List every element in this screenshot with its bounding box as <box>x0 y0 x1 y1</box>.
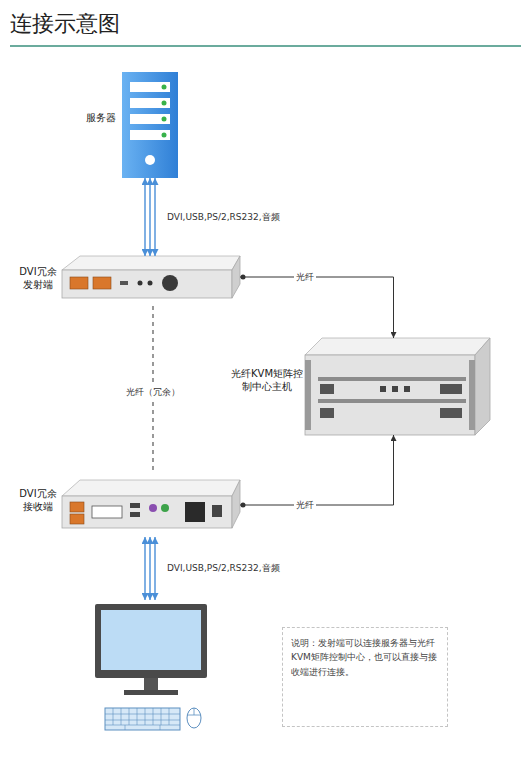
led <box>162 117 167 122</box>
matrix-chassis <box>305 338 490 435</box>
mouse <box>187 708 201 728</box>
rack-ear <box>305 360 311 430</box>
edge-label: DVI,USB,PS/2,RS232,音频 <box>165 211 282 224</box>
keyboard-keys <box>105 708 180 730</box>
device-front <box>62 270 232 298</box>
chassis-front <box>305 355 475 435</box>
power-socket <box>185 502 205 522</box>
module <box>440 408 462 418</box>
line-dot <box>241 503 246 508</box>
dvi-port <box>92 506 122 518</box>
slot <box>318 377 466 381</box>
din-port <box>162 275 178 291</box>
rj45-port <box>70 514 84 524</box>
usb-port <box>120 281 128 285</box>
fiber-link <box>240 275 394 339</box>
server-icon <box>122 72 178 178</box>
transmitter-device <box>62 256 240 298</box>
mouse-button <box>187 715 201 716</box>
usb-port <box>130 512 140 517</box>
signal-label: DVI,USB,PS/2,RS232,音频 <box>165 562 282 575</box>
signal-bundle <box>145 178 155 256</box>
monitor-frame <box>95 604 207 678</box>
rj45-port <box>93 277 111 289</box>
edge-label: 光纤 <box>294 271 316 284</box>
server-node: 服务器 <box>122 72 178 178</box>
led <box>162 85 167 90</box>
mouse-button <box>194 708 195 715</box>
fiber-line <box>240 435 394 505</box>
receiver-device <box>62 480 240 528</box>
signal-line <box>144 178 145 256</box>
rj45-port <box>70 502 84 512</box>
audio-jack <box>138 281 143 286</box>
slot <box>318 399 466 403</box>
signal-line <box>144 537 145 600</box>
module <box>440 384 462 394</box>
drive-bay <box>130 98 170 108</box>
signal-line <box>154 178 155 256</box>
rj45-port <box>70 277 88 289</box>
monitor-stand <box>144 678 158 690</box>
device-front <box>62 496 232 528</box>
chassis-side <box>475 338 490 435</box>
audio-jack <box>148 281 153 286</box>
drive-bay <box>130 130 170 140</box>
led <box>162 101 167 106</box>
title-rule <box>10 45 521 47</box>
drive-bay <box>130 114 170 124</box>
power-button <box>145 155 155 165</box>
line-dot <box>241 275 246 280</box>
monitor-screen <box>101 610 201 670</box>
signal-line <box>154 537 155 600</box>
fiber-link <box>240 435 394 508</box>
device-label: 服务器 <box>76 112 116 125</box>
chassis-top <box>305 338 490 355</box>
matrix-node: 光纤KVM矩阵控制中心主机 <box>305 338 490 435</box>
edge-label: 光纤（冗余） <box>124 386 182 399</box>
device-top <box>62 480 240 496</box>
device-top <box>62 256 240 270</box>
note-text: 说明：发射端可以连接服务器与光纤KVM矩阵控制中心，也可以直接与接收端进行连接。 <box>291 636 439 679</box>
drive-bay <box>130 82 170 92</box>
device-side <box>232 256 240 298</box>
transmitter-node: DVI冗余发射端 <box>62 256 240 298</box>
module <box>320 384 334 394</box>
server-case <box>122 72 178 178</box>
device-label: DVI冗余接收端 <box>15 488 61 513</box>
module <box>320 408 334 418</box>
device-label: 光纤KVM矩阵控制中心主机 <box>230 368 304 393</box>
signal-arrows <box>145 537 155 600</box>
rack-ear <box>469 360 475 430</box>
signal-line <box>149 537 150 600</box>
edge-label: 光纤 <box>294 499 316 512</box>
device-side <box>232 480 240 528</box>
note-box: 说明：发射端可以连接服务器与光纤KVM矩阵控制中心，也可以直接与接收端进行连接。 <box>282 627 448 727</box>
receiver-node: DVI冗余接收端 <box>62 480 240 530</box>
monitor-base <box>124 690 178 695</box>
module <box>404 386 410 392</box>
fiber-line <box>240 277 394 338</box>
device-label: DVI冗余发射端 <box>15 266 61 291</box>
usb-port <box>130 503 140 508</box>
signal-line <box>149 178 150 256</box>
ps2-port <box>161 504 169 512</box>
keyboard <box>105 708 180 730</box>
module <box>392 386 398 392</box>
module <box>380 386 386 392</box>
power-switch <box>212 505 222 517</box>
led <box>162 133 167 138</box>
computer-icon <box>95 604 207 730</box>
diagram-title: 连接示意图 <box>10 9 120 39</box>
ps2-port <box>149 504 157 512</box>
